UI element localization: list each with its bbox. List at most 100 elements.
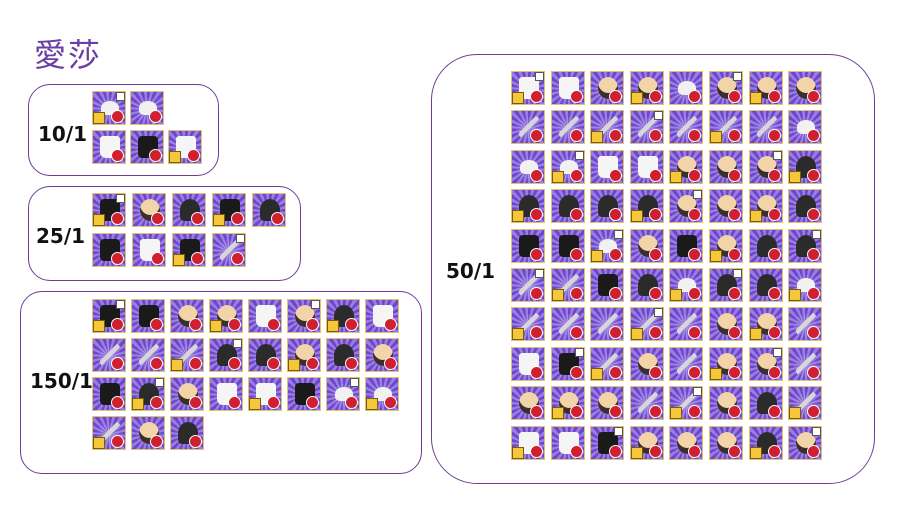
item-tile[interactable] [709, 189, 743, 224]
item-tile[interactable] [550, 189, 585, 224]
item-tile[interactable] [590, 71, 625, 105]
item-tile[interactable] [92, 130, 126, 164]
item-tile[interactable] [209, 377, 243, 411]
item-tile[interactable] [748, 386, 783, 421]
item-tile[interactable] [212, 233, 246, 267]
item-tile[interactable] [590, 189, 625, 224]
item-tile[interactable] [788, 307, 823, 342]
item-tile[interactable] [511, 228, 545, 263]
item-tile[interactable] [252, 193, 286, 227]
item-tile[interactable] [326, 299, 360, 333]
item-tile[interactable] [550, 268, 585, 302]
item-tile[interactable] [550, 228, 585, 263]
item-tile[interactable] [550, 149, 585, 184]
item-tile[interactable] [550, 307, 585, 342]
item-tile[interactable] [709, 110, 743, 145]
item-tile[interactable] [629, 425, 664, 460]
item-tile[interactable] [788, 346, 823, 381]
item-tile[interactable] [131, 416, 165, 450]
item-tile[interactable] [669, 346, 704, 381]
item-tile[interactable] [511, 71, 545, 105]
item-tile[interactable] [590, 425, 625, 460]
item-tile[interactable] [788, 110, 823, 145]
item-tile[interactable] [590, 228, 625, 263]
item-tile[interactable] [550, 110, 585, 145]
item-tile[interactable] [287, 377, 321, 411]
item-tile[interactable] [365, 377, 399, 411]
item-tile[interactable] [629, 268, 664, 302]
item-tile[interactable] [709, 71, 743, 105]
item-tile[interactable] [511, 425, 545, 460]
item-tile[interactable] [669, 71, 704, 105]
item-tile[interactable] [669, 149, 704, 184]
item-tile[interactable] [170, 377, 204, 411]
item-tile[interactable] [590, 386, 625, 421]
item-tile[interactable] [172, 193, 206, 227]
item-tile[interactable] [748, 149, 783, 184]
item-tile[interactable] [788, 149, 823, 184]
item-tile[interactable] [92, 91, 126, 125]
item-tile[interactable] [709, 307, 743, 342]
item-tile[interactable] [550, 386, 585, 421]
item-tile[interactable] [709, 386, 743, 421]
item-tile[interactable] [365, 299, 399, 333]
item-tile[interactable] [365, 338, 399, 372]
item-tile[interactable] [172, 233, 206, 267]
item-tile[interactable] [788, 189, 823, 224]
item-tile[interactable] [131, 338, 165, 372]
item-tile[interactable] [629, 189, 664, 224]
item-tile[interactable] [326, 338, 360, 372]
item-tile[interactable] [92, 299, 126, 333]
item-tile[interactable] [590, 268, 625, 302]
item-tile[interactable] [590, 149, 625, 184]
item-tile[interactable] [326, 377, 360, 411]
item-tile[interactable] [130, 130, 164, 164]
item-tile[interactable] [629, 149, 664, 184]
item-tile[interactable] [248, 299, 282, 333]
item-tile[interactable] [287, 338, 321, 372]
item-tile[interactable] [550, 346, 585, 381]
item-tile[interactable] [92, 416, 126, 450]
item-tile[interactable] [92, 338, 126, 372]
item-tile[interactable] [132, 233, 166, 267]
item-tile[interactable] [709, 228, 743, 263]
item-tile[interactable] [748, 346, 783, 381]
item-tile[interactable] [748, 71, 783, 105]
item-tile[interactable] [709, 149, 743, 184]
item-tile[interactable] [209, 338, 243, 372]
item-tile[interactable] [511, 189, 545, 224]
item-tile[interactable] [511, 110, 545, 145]
item-tile[interactable] [788, 71, 823, 105]
item-tile[interactable] [629, 386, 664, 421]
item-tile[interactable] [131, 299, 165, 333]
item-tile[interactable] [170, 416, 204, 450]
item-tile[interactable] [748, 228, 783, 263]
item-tile[interactable] [511, 346, 545, 381]
item-tile[interactable] [511, 149, 545, 184]
item-tile[interactable] [629, 71, 664, 105]
item-tile[interactable] [629, 110, 664, 145]
item-tile[interactable] [170, 338, 204, 372]
item-tile[interactable] [590, 346, 625, 381]
item-tile[interactable] [92, 233, 126, 267]
item-tile[interactable] [131, 377, 165, 411]
item-tile[interactable] [669, 307, 704, 342]
item-tile[interactable] [130, 91, 164, 125]
item-tile[interactable] [669, 386, 704, 421]
item-tile[interactable] [709, 268, 743, 302]
item-tile[interactable] [168, 130, 202, 164]
item-tile[interactable] [748, 189, 783, 224]
item-tile[interactable] [788, 386, 823, 421]
item-tile[interactable] [209, 299, 243, 333]
item-tile[interactable] [212, 193, 246, 227]
item-tile[interactable] [590, 110, 625, 145]
item-tile[interactable] [669, 189, 704, 224]
item-tile[interactable] [511, 307, 545, 342]
item-tile[interactable] [629, 307, 664, 342]
item-tile[interactable] [511, 268, 545, 302]
item-tile[interactable] [669, 110, 704, 145]
item-tile[interactable] [748, 268, 783, 302]
item-tile[interactable] [629, 228, 664, 263]
item-tile[interactable] [788, 268, 823, 302]
item-tile[interactable] [788, 228, 823, 263]
